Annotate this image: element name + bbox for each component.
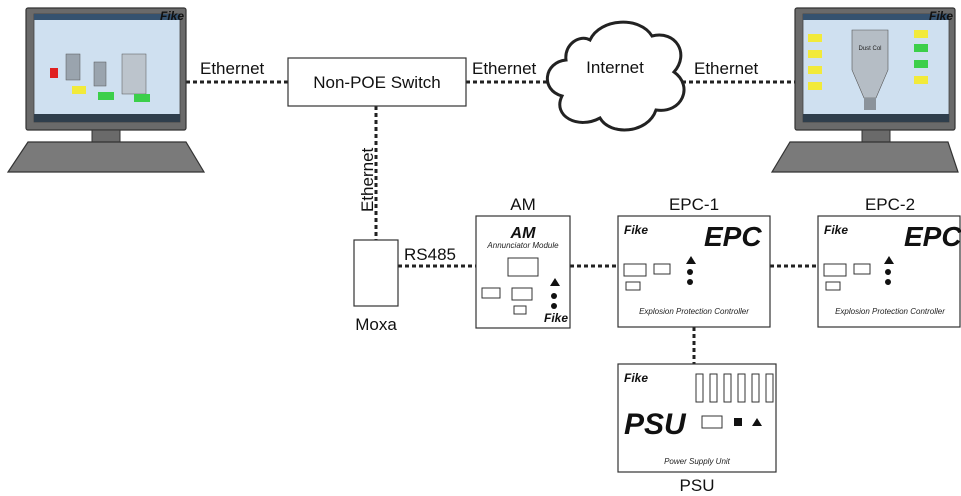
epc2-warning-icon [884,256,894,264]
ethernet-label-right: Ethernet [694,59,759,78]
ethernet-label-left: Ethernet [200,59,265,78]
wrench-icon [551,293,557,299]
fuse-icon [695,373,704,403]
monitor-left-statusbar [34,114,180,122]
epc1-title: EPC-1 [669,195,719,214]
power-supply-unit: Fike PSU Power Supply Unit PSU [617,363,777,495]
epc2-person-icon [885,279,891,285]
epc2-wrench-icon [885,269,891,275]
monitor-left-stand [91,129,121,143]
psu-port-icon [701,415,723,429]
epc2-port-icon-3 [825,281,841,291]
monitor-right-statusbar [803,114,949,122]
annunciator-module: AM AM Annunciator Module Fike [475,195,571,329]
am-logo: AM [510,225,537,242]
psu-warning-icon [752,418,762,426]
status-box-yellow-4 [808,82,822,90]
monitor-left-titlebar [34,14,180,20]
monitor-right-brand: Fike [929,9,953,23]
epc1-port-icon-3 [625,281,641,291]
status-box-yellow-5 [914,30,928,38]
switch-box [287,57,467,107]
status-box-green-1 [98,92,114,100]
epc1-wrench-icon [687,269,693,275]
epc2-port-icon-1 [823,263,847,277]
epc1-subtitle: Explosion Protection Controller [639,307,749,316]
vessel-label: Dust Col [858,46,881,52]
ethernet-label-vertical: Ethernet [358,147,377,212]
fuse-icon [723,373,732,403]
epc1-port-icon-2 [653,263,671,275]
epc2-subtitle: Explosion Protection Controller [835,307,945,316]
status-box-green-2 [134,94,150,102]
internet-cloud: Internet [545,20,686,132]
am-port-icon-2 [511,287,533,301]
warning-icon [550,278,560,286]
epc1-person-icon [687,279,693,285]
monitor-right-titlebar [803,14,949,20]
am-brand: Fike [544,311,568,325]
epc-1: EPC-1 Fike EPC Explosion Protection Cont… [617,195,771,328]
epc1-port-icon-1 [623,263,647,277]
keyboard-left [6,141,206,173]
switch: Non-POE Switch [287,57,467,107]
fuse-icon [751,373,760,403]
am-port-icon-3 [513,305,527,315]
status-box-yellow [72,86,86,94]
monitor-left-brand: Fike [160,9,184,23]
cyclone-icon [65,53,81,81]
vessel-outlet-icon [864,98,876,110]
epc1-logo: EPC [704,221,762,252]
status-box-yellow-3 [808,66,822,74]
psu-subtitle: Power Supply Unit [664,457,731,466]
keyboard-right [770,141,959,173]
psu-title: PSU [680,476,715,495]
status-box-green-4 [914,60,928,68]
moxa-label: Moxa [355,315,397,334]
fuse-row-icon [695,373,774,403]
rs485-label: RS485 [404,245,456,264]
cloud-shape [545,20,686,132]
status-box-green-3 [914,44,928,52]
connection-lines [186,80,818,364]
monitor-right-stand [861,129,891,143]
psu-logo: PSU [624,408,687,441]
moxa-box [353,239,399,307]
ethernet-label-mid: Ethernet [472,59,537,78]
fuse-icon [709,373,718,403]
am-port-icon-1 [481,287,501,299]
epc2-logo: EPC [904,221,961,252]
monitor-right: Fike Dust Col [770,7,959,173]
status-box-yellow-1 [808,34,822,42]
epc2-port-icon-2 [853,263,871,275]
epc1-brand: Fike [624,223,648,237]
switch-label: Non-POE Switch [313,73,441,92]
am-subtitle: Annunciator Module [486,241,559,250]
fuse-icon [765,373,774,403]
psu-brand: Fike [624,371,648,385]
monitor-left: Fike [6,7,206,173]
epc1-warning-icon [686,256,696,264]
epc2-brand: Fike [824,223,848,237]
fuse-icon [737,373,746,403]
epc1-box [617,215,771,328]
status-box-yellow-6 [914,76,928,84]
am-display-icon [507,257,539,277]
cloud-label: Internet [586,58,644,77]
am-title: AM [510,195,536,214]
psu-indicator-icon [734,418,742,426]
moxa: Moxa [353,239,399,334]
epc2-title: EPC-2 [865,195,915,214]
status-box-yellow-2 [808,50,822,58]
person-icon [551,303,557,309]
epc-2: EPC-2 Fike EPC Explosion Protection Cont… [817,195,961,328]
dust-collector-icon [121,53,147,95]
alarm-indicator-red [50,68,58,78]
vessel-icon [93,61,107,87]
